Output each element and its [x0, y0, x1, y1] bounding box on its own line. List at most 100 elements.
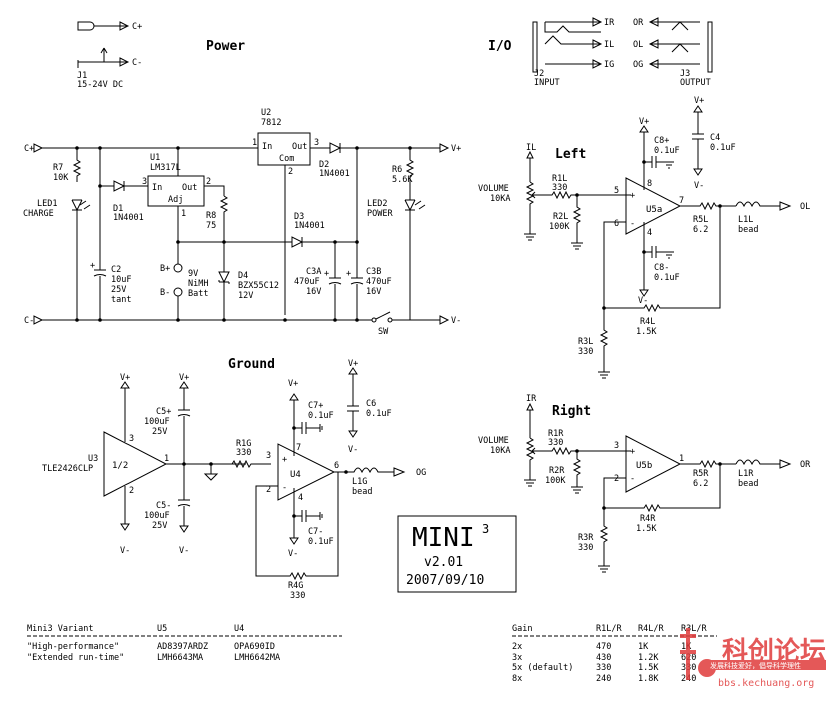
- r4g-val: 330: [290, 591, 305, 601]
- variant-r1c0: "Extended run-time": [27, 653, 124, 663]
- r4g-ref: R4G: [288, 581, 303, 591]
- u4-vminus: V-: [288, 549, 298, 559]
- vminus-rail-label: V-: [451, 316, 461, 326]
- r1g-ref: R1G: [236, 439, 251, 449]
- batt-l3: Batt: [188, 289, 208, 299]
- r1l-val: 330: [552, 183, 567, 193]
- power-supply: C+ U2 7812 In Out Com 1 3 2 D2 1N4001 V+…: [23, 108, 461, 337]
- c5m-v: 25V: [152, 521, 167, 531]
- r2r-ref: R2R: [549, 466, 565, 476]
- d2-ref: D2: [319, 160, 329, 170]
- r4l-ref: R4L: [640, 317, 655, 327]
- u5a-p6: 6: [614, 219, 619, 229]
- u1-pin-in: 3: [142, 177, 147, 187]
- u3-label: 1/2: [112, 461, 128, 471]
- right-channel: Right IR VOLUME 10KA R1R 330 R2R 100K + …: [478, 394, 811, 573]
- d3-val: 1N4001: [294, 221, 325, 231]
- led2-ref: LED2: [367, 199, 387, 209]
- u4-p6: 6: [334, 461, 339, 471]
- u3-vminus: V-: [120, 546, 130, 556]
- u2-out: Out: [292, 142, 307, 152]
- right-in: IR: [526, 394, 537, 404]
- c8m-val: 0.1uF: [654, 273, 680, 283]
- u1-out: Out: [182, 183, 197, 193]
- r3l-val: 330: [578, 347, 593, 357]
- l1l-ref: L1L: [738, 215, 753, 225]
- u1-pin-out: 2: [206, 177, 211, 187]
- r2r-val: 100K: [545, 476, 566, 486]
- r3r-val: 330: [578, 543, 593, 553]
- watermark: 科创论坛 发展科技爱好，倡导科学理性 bbs.kechuang.org: [680, 628, 826, 689]
- c2-v: 25V: [111, 285, 126, 295]
- r5r-val: 6.2: [693, 479, 708, 489]
- led1-ref: LED1: [37, 199, 57, 209]
- gain-h3: R3L/R: [681, 624, 707, 634]
- l1l-val: bead: [738, 225, 758, 235]
- u5a-vminus: V-: [638, 296, 648, 306]
- c8p-val: 0.1uF: [654, 146, 680, 156]
- gain-h1: R1L/R: [596, 624, 622, 634]
- c6-vplus: V+: [348, 359, 358, 369]
- variant-r1c2: LMH6642MA: [234, 653, 280, 663]
- r3l-ref: R3L: [578, 337, 593, 347]
- c4-vminus: V-: [694, 181, 704, 191]
- r5l-ref: R5L: [693, 215, 708, 225]
- variant-r0c2: OPA690ID: [234, 642, 275, 652]
- svg-text:-: -: [630, 474, 635, 484]
- left-in: IL: [526, 143, 536, 153]
- j3-pin-og: OG: [633, 60, 643, 70]
- ground-out: OG: [416, 468, 426, 478]
- gain-r3c1: 240: [596, 674, 611, 684]
- batt-minus: B-: [160, 288, 170, 298]
- c7m-ref: C7-: [308, 527, 323, 537]
- r8-val: 75: [206, 221, 216, 231]
- u3-vplus: V+: [120, 373, 130, 383]
- c7p-ref: C7+: [308, 401, 323, 411]
- j3-pin-ol: OL: [633, 40, 643, 50]
- j2-pin-ir: IR: [604, 18, 615, 28]
- gain-r3c2: 1.8K: [638, 674, 659, 684]
- d4-ref: D4: [238, 271, 248, 281]
- u1-pin-adj: 1: [181, 209, 186, 219]
- svg-text:+: +: [324, 269, 329, 279]
- svg-text:+: +: [630, 447, 635, 457]
- u4-p7: 7: [296, 443, 301, 453]
- c5p-vplus: V+: [179, 373, 189, 383]
- c6-ref: C6: [366, 399, 376, 409]
- r1r-val: 330: [548, 438, 563, 448]
- title-version: v2.01: [424, 555, 463, 570]
- watermark-url: bbs.kechuang.org: [718, 678, 814, 689]
- gain-r1c0: 3x: [512, 653, 522, 663]
- u2-ref: U2: [261, 108, 271, 118]
- gain-r1c1: 430: [596, 653, 611, 663]
- u1-val: LM317L: [150, 163, 181, 173]
- j2-desc: INPUT: [534, 78, 560, 88]
- j1-desc: 15-24V DC: [77, 80, 123, 90]
- u2-pin-in: 1: [252, 138, 257, 148]
- j3-desc: OUTPUT: [680, 78, 711, 88]
- gain-r3c0: 8x: [512, 674, 522, 684]
- j2-ref: J2: [534, 69, 544, 79]
- u1-adj: Adj: [168, 195, 183, 205]
- l1r-ref: L1R: [738, 469, 754, 479]
- left-title: Left: [555, 147, 586, 162]
- c4-val: 0.1uF: [710, 143, 736, 153]
- c5p-val: 100uF: [144, 417, 170, 427]
- d1-val: 1N4001: [113, 213, 144, 223]
- u2-pin-out: 3: [314, 138, 319, 148]
- title-date: 2007/09/10: [406, 573, 484, 588]
- j1-ref: J1: [77, 71, 87, 81]
- d3-ref: D3: [294, 212, 304, 222]
- c2-t: tant: [111, 295, 131, 305]
- led2-val: POWER: [367, 209, 393, 219]
- right-vol: VOLUME: [478, 436, 509, 446]
- batt-l2: NiMH: [188, 279, 208, 289]
- vplus-rail-label: V+: [451, 144, 461, 154]
- batt-l1: 9V: [188, 269, 198, 279]
- batt-plus: B+: [160, 264, 170, 274]
- left-out: OL: [800, 202, 810, 212]
- c5m-vminus: V-: [179, 546, 189, 556]
- gain-h2: R4L/R: [638, 624, 664, 634]
- left-volv: 10KA: [490, 194, 510, 204]
- d4-val: BZX55C12: [238, 281, 279, 291]
